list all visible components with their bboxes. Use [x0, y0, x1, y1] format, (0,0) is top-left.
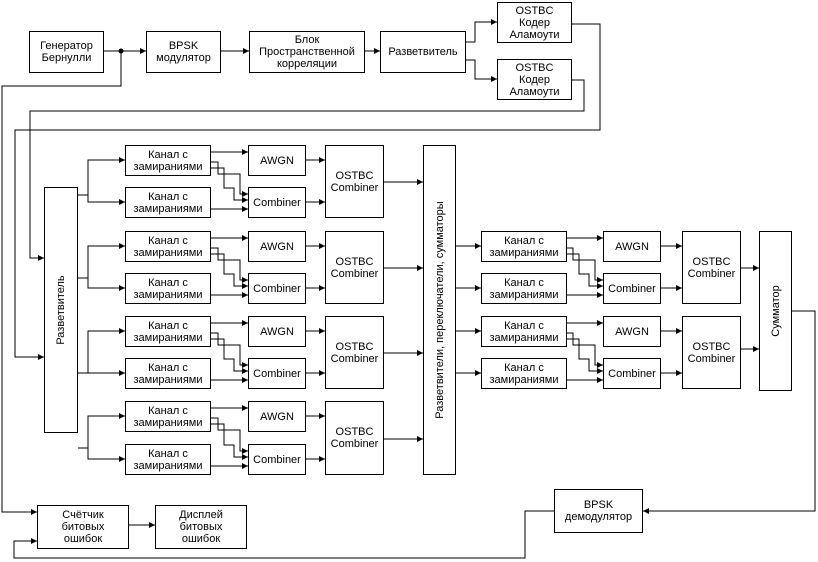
- splitter-left-block: Разветвитель: [44, 187, 78, 433]
- fading-channel-block: Канал с замираниями: [481, 231, 567, 262]
- ostbc-combiner-block: OSTBC Combiner: [682, 231, 741, 304]
- fading-channel-block: Канал с замираниями: [481, 316, 567, 347]
- ostbc-combiner-block: OSTBC Combiner: [325, 231, 384, 304]
- splitter-top-block: Разветвитель: [380, 31, 466, 73]
- ostbc-encoder-1-block: OSTBC Кодер Аламоути: [497, 2, 572, 43]
- spatial-correlation-block: Блок Пространственной корреляции: [249, 31, 365, 73]
- bpsk-demodulator-block: BPSK демодулятор: [554, 489, 643, 533]
- fading-channel-block: Канал с замираниями: [125, 444, 211, 475]
- fading-channel-block: Канал с замираниями: [125, 273, 211, 304]
- awgn-block: AWGN: [603, 316, 661, 347]
- combiner-block: Combiner: [603, 273, 661, 304]
- splitters-switches-adders-label: Разветвители, переключатели, сумматоры: [433, 201, 446, 419]
- fading-channel-block: Канал с замираниями: [125, 358, 211, 389]
- ostbc-combiner-block: OSTBC Combiner: [325, 145, 384, 218]
- combiner-block: Combiner: [603, 358, 661, 389]
- fading-channel-block: Канал с замираниями: [125, 316, 211, 347]
- summator-label: Сумматор: [769, 285, 782, 337]
- fading-channel-block: Канал с замираниями: [481, 358, 567, 389]
- fading-channel-block: Канал с замираниями: [481, 273, 567, 304]
- summator-block: Сумматор: [759, 231, 792, 391]
- combiner-block: Combiner: [248, 444, 306, 475]
- ostbc-combiner-block: OSTBC Combiner: [682, 316, 741, 389]
- awgn-block: AWGN: [603, 231, 661, 262]
- ostbc-combiner-block: OSTBC Combiner: [325, 401, 384, 475]
- splitters-switches-adders-block: Разветвители, переключатели, сумматоры: [423, 145, 456, 475]
- awgn-block: AWGN: [248, 316, 306, 347]
- fading-channel-block: Канал с замираниями: [125, 145, 211, 176]
- combiner-block: Combiner: [248, 187, 306, 218]
- ostbc-combiner-block: OSTBC Combiner: [325, 316, 384, 389]
- awgn-block: AWGN: [248, 231, 306, 262]
- combiner-block: Combiner: [248, 273, 306, 304]
- splitter-left-label: Разветвитель: [55, 275, 67, 345]
- fading-channel-block: Канал с замираниями: [125, 231, 211, 262]
- bit-error-display-block: Дисплей битовых ошибок: [155, 505, 247, 549]
- bit-error-counter-block: Счётчик битовых ошибок: [37, 505, 129, 549]
- bernoulli-generator-block: Генератор Бернулли: [29, 31, 104, 73]
- ostbc-encoder-2-block: OSTBC Кодер Аламоути: [497, 59, 572, 100]
- awgn-block: AWGN: [248, 145, 306, 176]
- awgn-block: AWGN: [248, 401, 306, 432]
- combiner-block: Combiner: [248, 358, 306, 389]
- fading-channel-block: Канал с замираниями: [125, 187, 211, 218]
- bpsk-modulator-block: BPSK модулятор: [146, 31, 221, 73]
- fading-channel-block: Канал с замираниями: [125, 401, 211, 432]
